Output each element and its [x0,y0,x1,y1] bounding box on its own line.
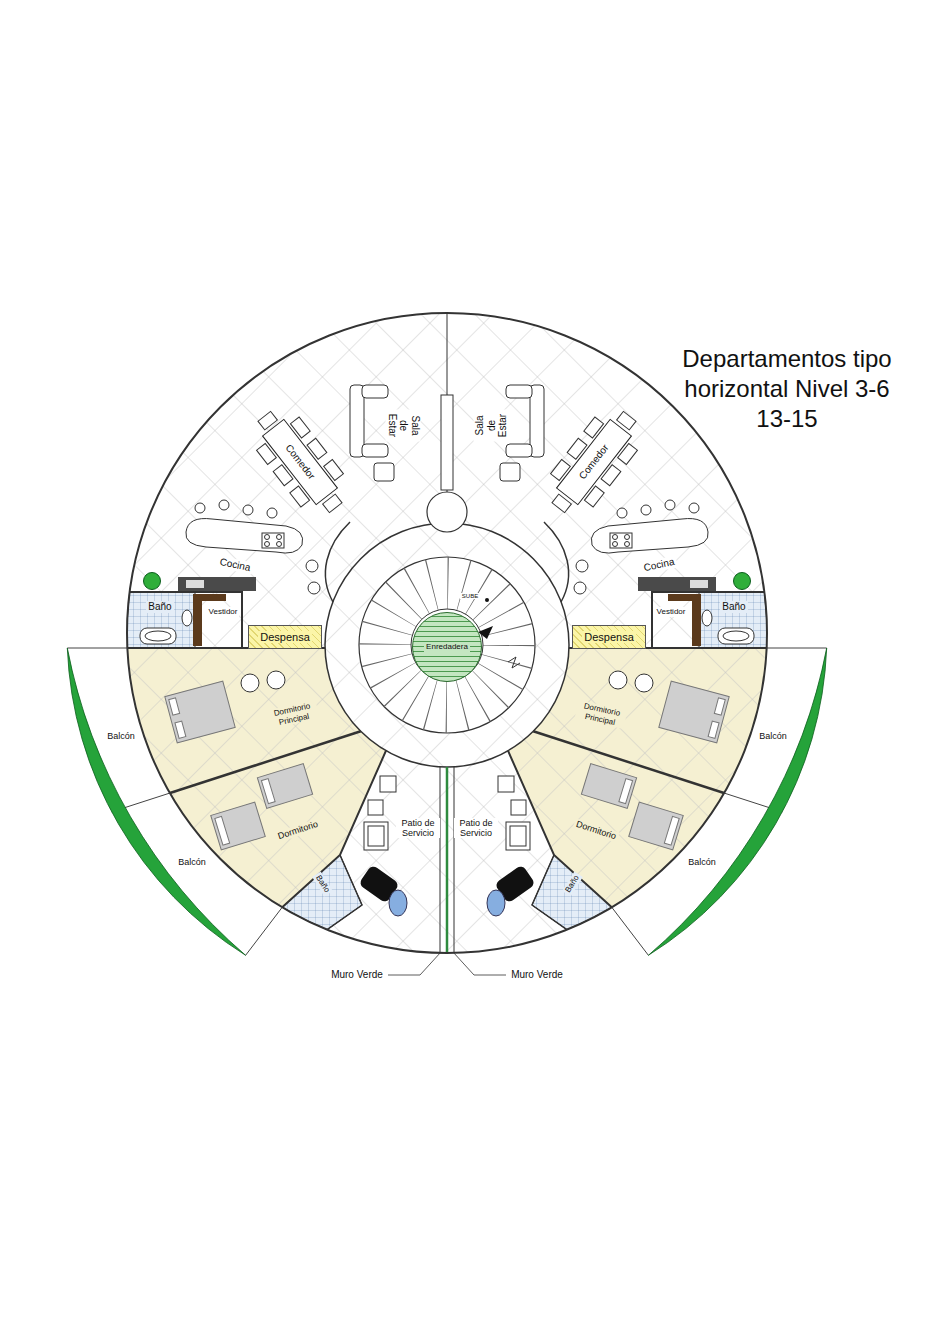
balcony: Balcón [172,854,212,871]
floor [127,313,767,953]
stair-steps [385,583,509,707]
room-name: Dormitorio Principal [267,700,320,728]
bathroom: Baño [557,867,587,902]
room-name: Patio de Servicio [396,818,440,839]
closet: Vestidor [203,604,244,620]
room-name: Baño [146,601,173,613]
title: Departamentos tipo horizontal Nivel 3-6 … [672,344,902,434]
bedroom: Dormitorio [568,814,625,847]
room-label: Cocina [217,556,254,575]
room-name: Balcón [176,857,208,867]
balcony: Balcón [682,854,722,871]
pantry-box: Despensa [248,625,322,649]
right-apartment [454,385,827,955]
room-name: Baño [312,872,332,896]
stair-note-box: SUBE [459,592,482,601]
room-label-box: Cocina [215,554,255,576]
break-line [508,657,520,668]
room-label-box: Sala de Estar [473,408,510,442]
room-name: Balcón [757,731,789,741]
room-name: Vestidor [207,607,240,616]
bathroom: Baño [142,598,178,616]
stair-note: SUBE [460,593,480,600]
room-label-box: Sala de Estar [385,408,422,442]
pantry-box: Despensa [572,625,646,649]
callout-label-box: Muro Verde [328,968,386,982]
room-name: Dormitorio Principal [575,700,628,728]
room-name: Despensa [582,631,636,644]
callout-label: Muro Verde [509,969,565,981]
room-label: Sala de Estar [474,409,509,441]
service-patio: Patio de Servicio [450,815,502,842]
dining-table: Comedor [556,419,632,506]
room-name: Dormitorio [275,818,321,842]
entrance-bulb [427,492,467,532]
room-name: Enredadera [424,642,470,651]
planter-circle: Enredadera [412,612,482,682]
stair [359,557,535,733]
room-name: Baño [720,601,747,613]
room-name: Patio de Servicio [454,818,498,839]
bedroom: Dormitorio [270,814,327,847]
room-name: Vestidor [655,607,688,616]
balcony: Balcón [753,728,793,745]
room-label: Sala de Estar [386,409,421,441]
closet: Vestidor [651,604,692,620]
room-name: Balcón [686,857,718,867]
room-name: Despensa [258,631,312,644]
room-name: Baño [562,872,582,896]
building-outline [127,313,767,953]
callout-label: Muro Verde [329,969,385,981]
stair-core [411,609,483,681]
room-name: Dormitorio [573,818,619,842]
room-name: Comedor [576,441,613,484]
service-patio: Patio de Servicio [392,815,444,842]
balcony: Balcón [101,728,141,745]
room-name: Balcón [105,731,137,741]
stair-dot [485,598,489,602]
room-name: Comedor [282,441,319,484]
floor-tiles [127,313,767,953]
room-label-box: Cocina [639,554,679,576]
green-wall [446,767,449,953]
master-bedroom: Dormitorio Principal [262,696,324,733]
left-apartment [67,385,440,955]
corridor-wall [325,523,569,767]
dining-table: Comedor [262,419,338,506]
leader-line [388,952,441,975]
callout-label-box: Muro Verde [508,968,566,982]
party-wall [441,395,453,490]
leader-line [453,952,506,975]
master-bedroom: Dormitorio Principal [570,696,632,733]
bathroom: Baño [716,598,752,616]
room-label: Cocina [641,556,678,575]
bathroom: Baño [307,867,337,902]
